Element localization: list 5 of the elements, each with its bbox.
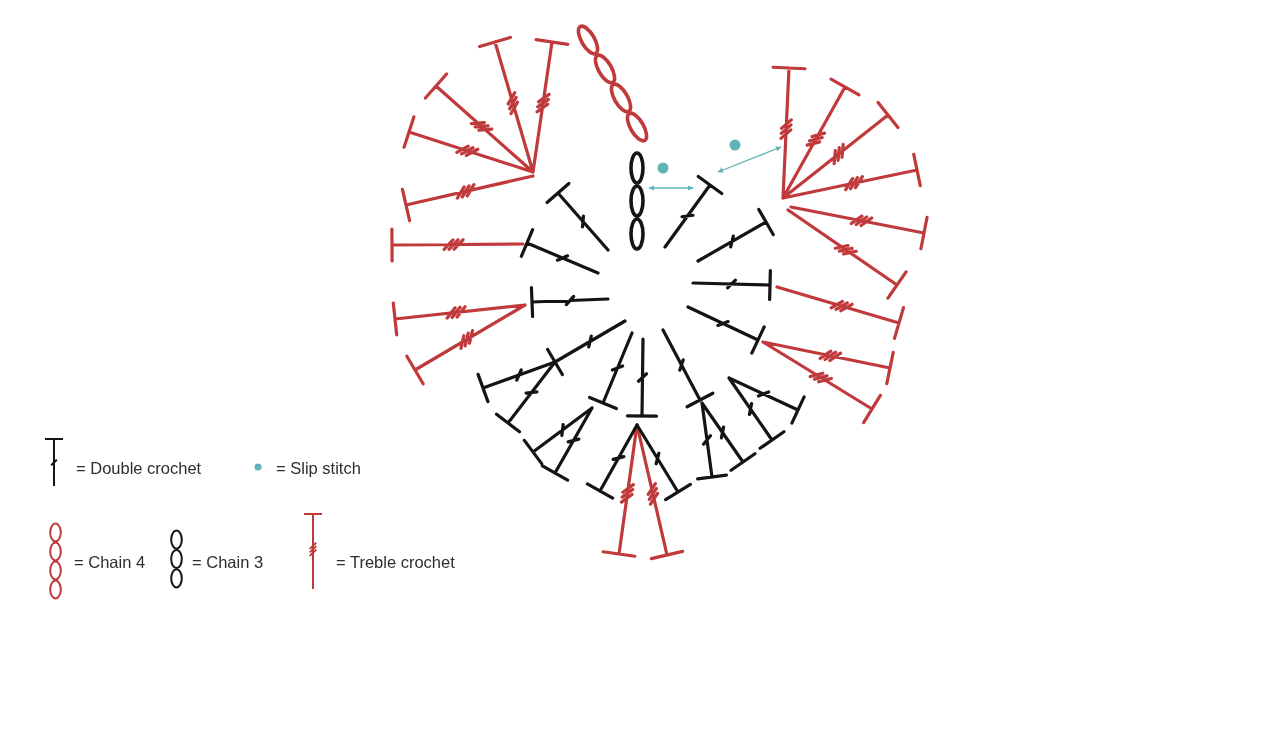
legend-label: = Treble crochet bbox=[336, 553, 455, 571]
legend-label: = Chain 4 bbox=[74, 553, 146, 571]
legend-label: = Double crochet bbox=[76, 459, 202, 477]
legend-label: = Chain 3 bbox=[192, 553, 264, 571]
legend-label: = Slip stitch bbox=[276, 459, 361, 477]
